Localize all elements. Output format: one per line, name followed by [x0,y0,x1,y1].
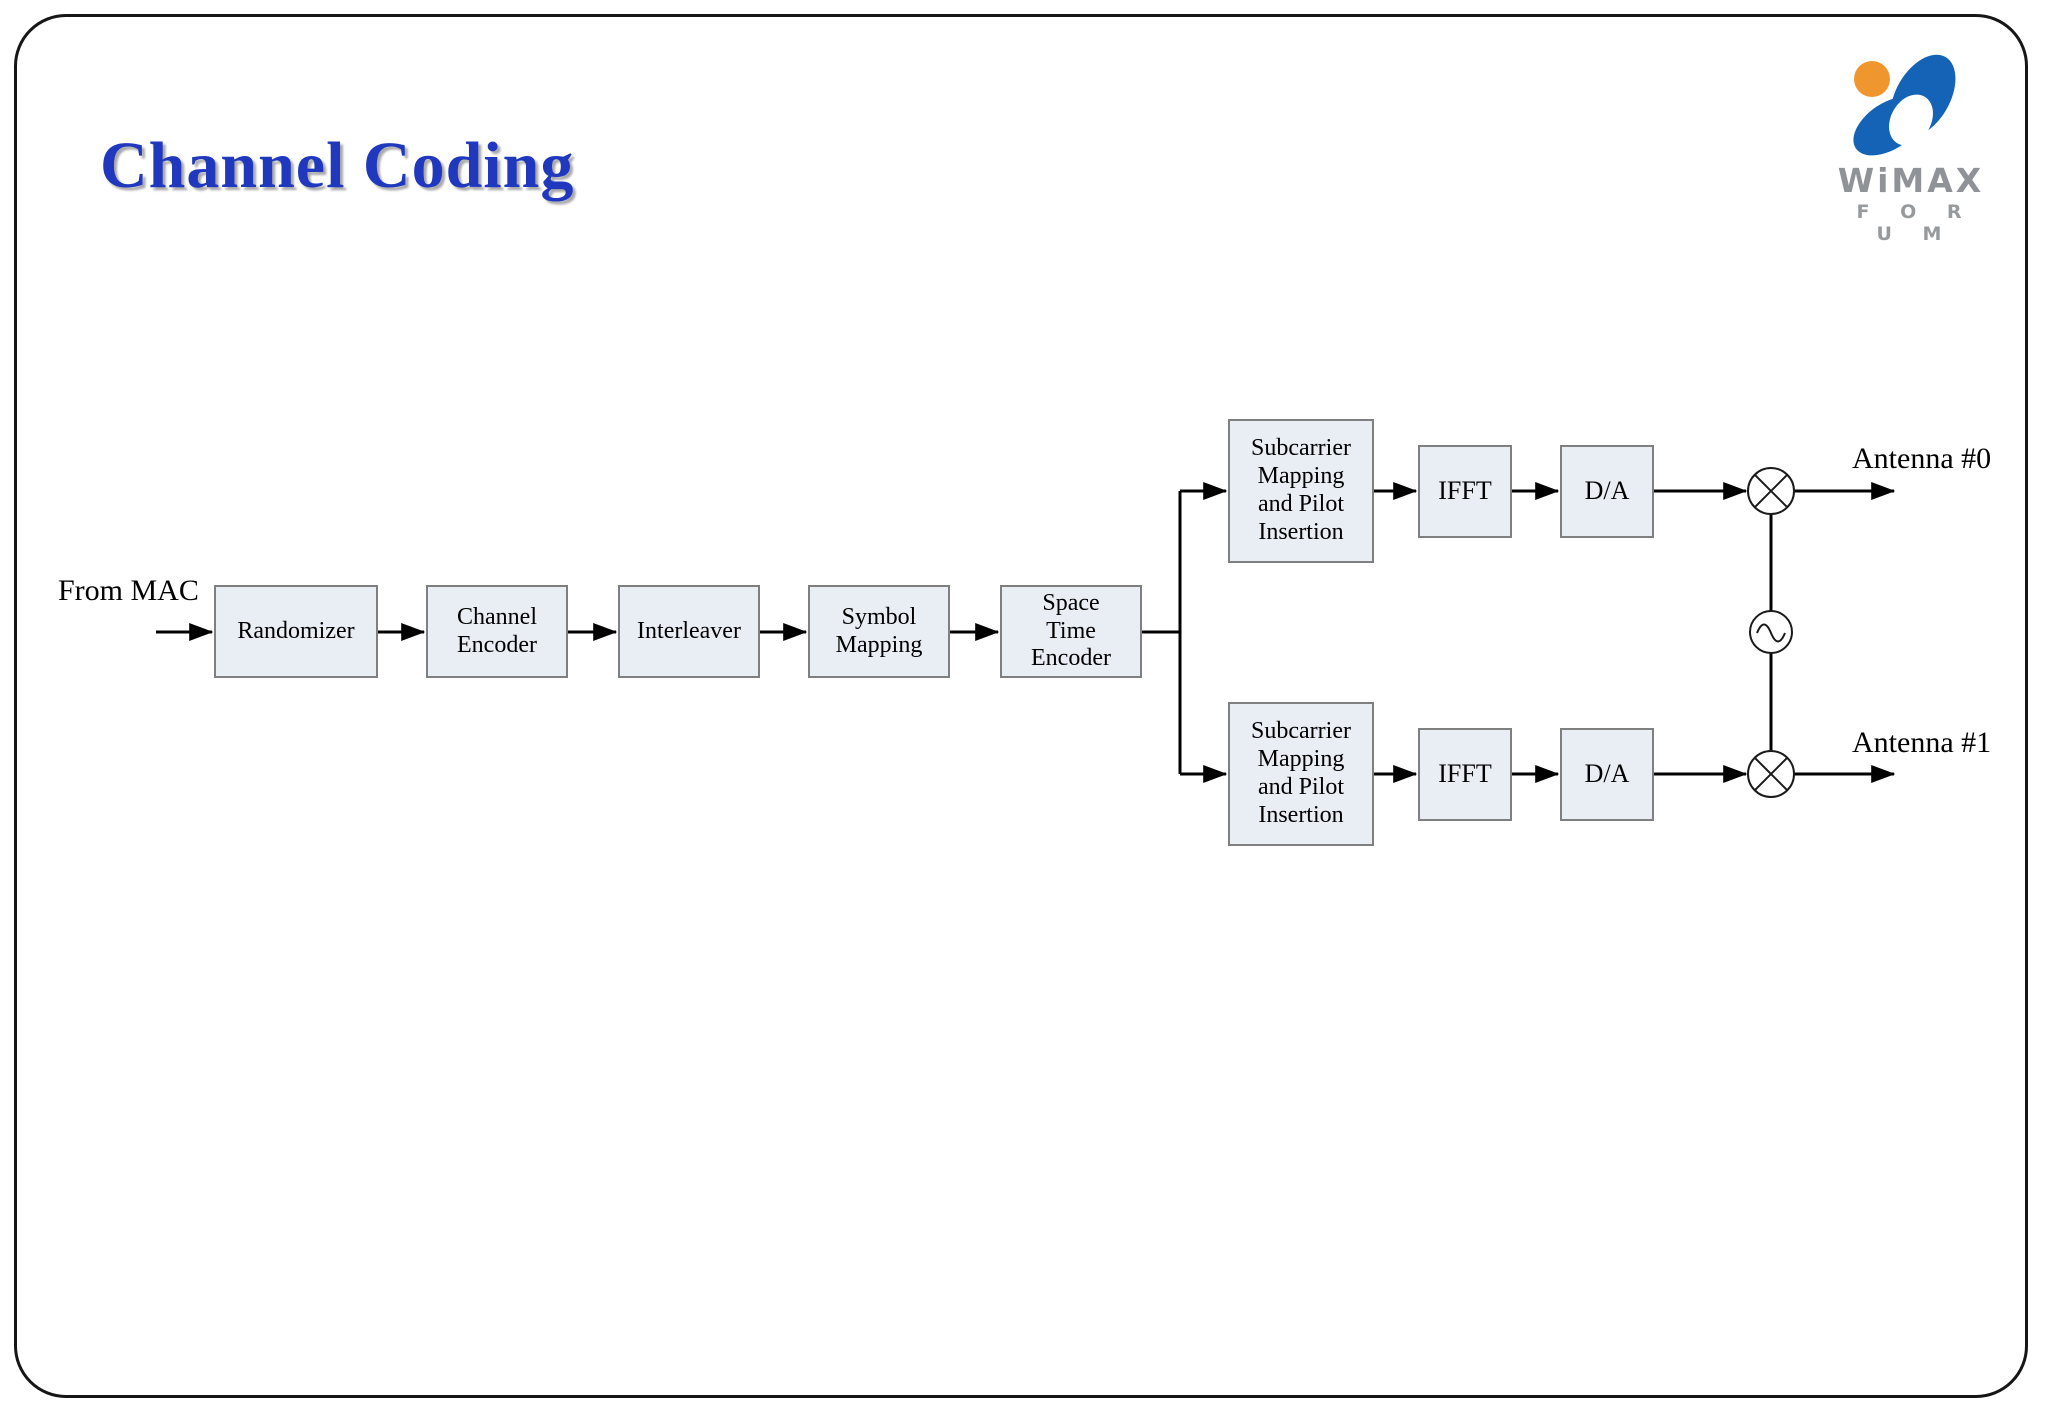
block-ifft-1: IFFT [1418,728,1512,821]
block-channel-encoder: Channel Encoder [426,585,568,678]
block-interleaver: Interleaver [618,585,760,678]
block-subcarrier-mapping-0: Subcarrier Mapping and Pilot Insertion [1228,419,1374,563]
slide-frame [14,14,2028,1398]
mixer-icon-1 [1747,750,1795,798]
block-ifft-0: IFFT [1418,445,1512,538]
block-subcarrier-mapping-1: Subcarrier Mapping and Pilot Insertion [1228,702,1374,846]
from-mac-label: From MAC [58,574,199,607]
antenna-1-label: Antenna #1 [1852,726,1992,759]
wimax-wordmark: WiMAX [1837,161,1985,200]
wimax-forum-logo: WiMAX F O R U M [1826,50,1996,245]
block-space-time-encoder: Space Time Encoder [1000,585,1142,678]
oscillator-icon [1749,610,1793,654]
mixer-icon-0 [1747,467,1795,515]
page-title: Channel Coding [100,129,575,203]
block-da-1: D/A [1560,728,1654,821]
wimax-mark-icon [1853,54,1956,156]
block-da-0: D/A [1560,445,1654,538]
antenna-0-label: Antenna #0 [1852,442,1992,475]
wimax-forum-text: F O R U M [1856,200,1974,245]
block-symbol-mapping: Symbol Mapping [808,585,950,678]
connector-lines [156,482,1896,783]
block-randomizer: Randomizer [214,585,378,678]
